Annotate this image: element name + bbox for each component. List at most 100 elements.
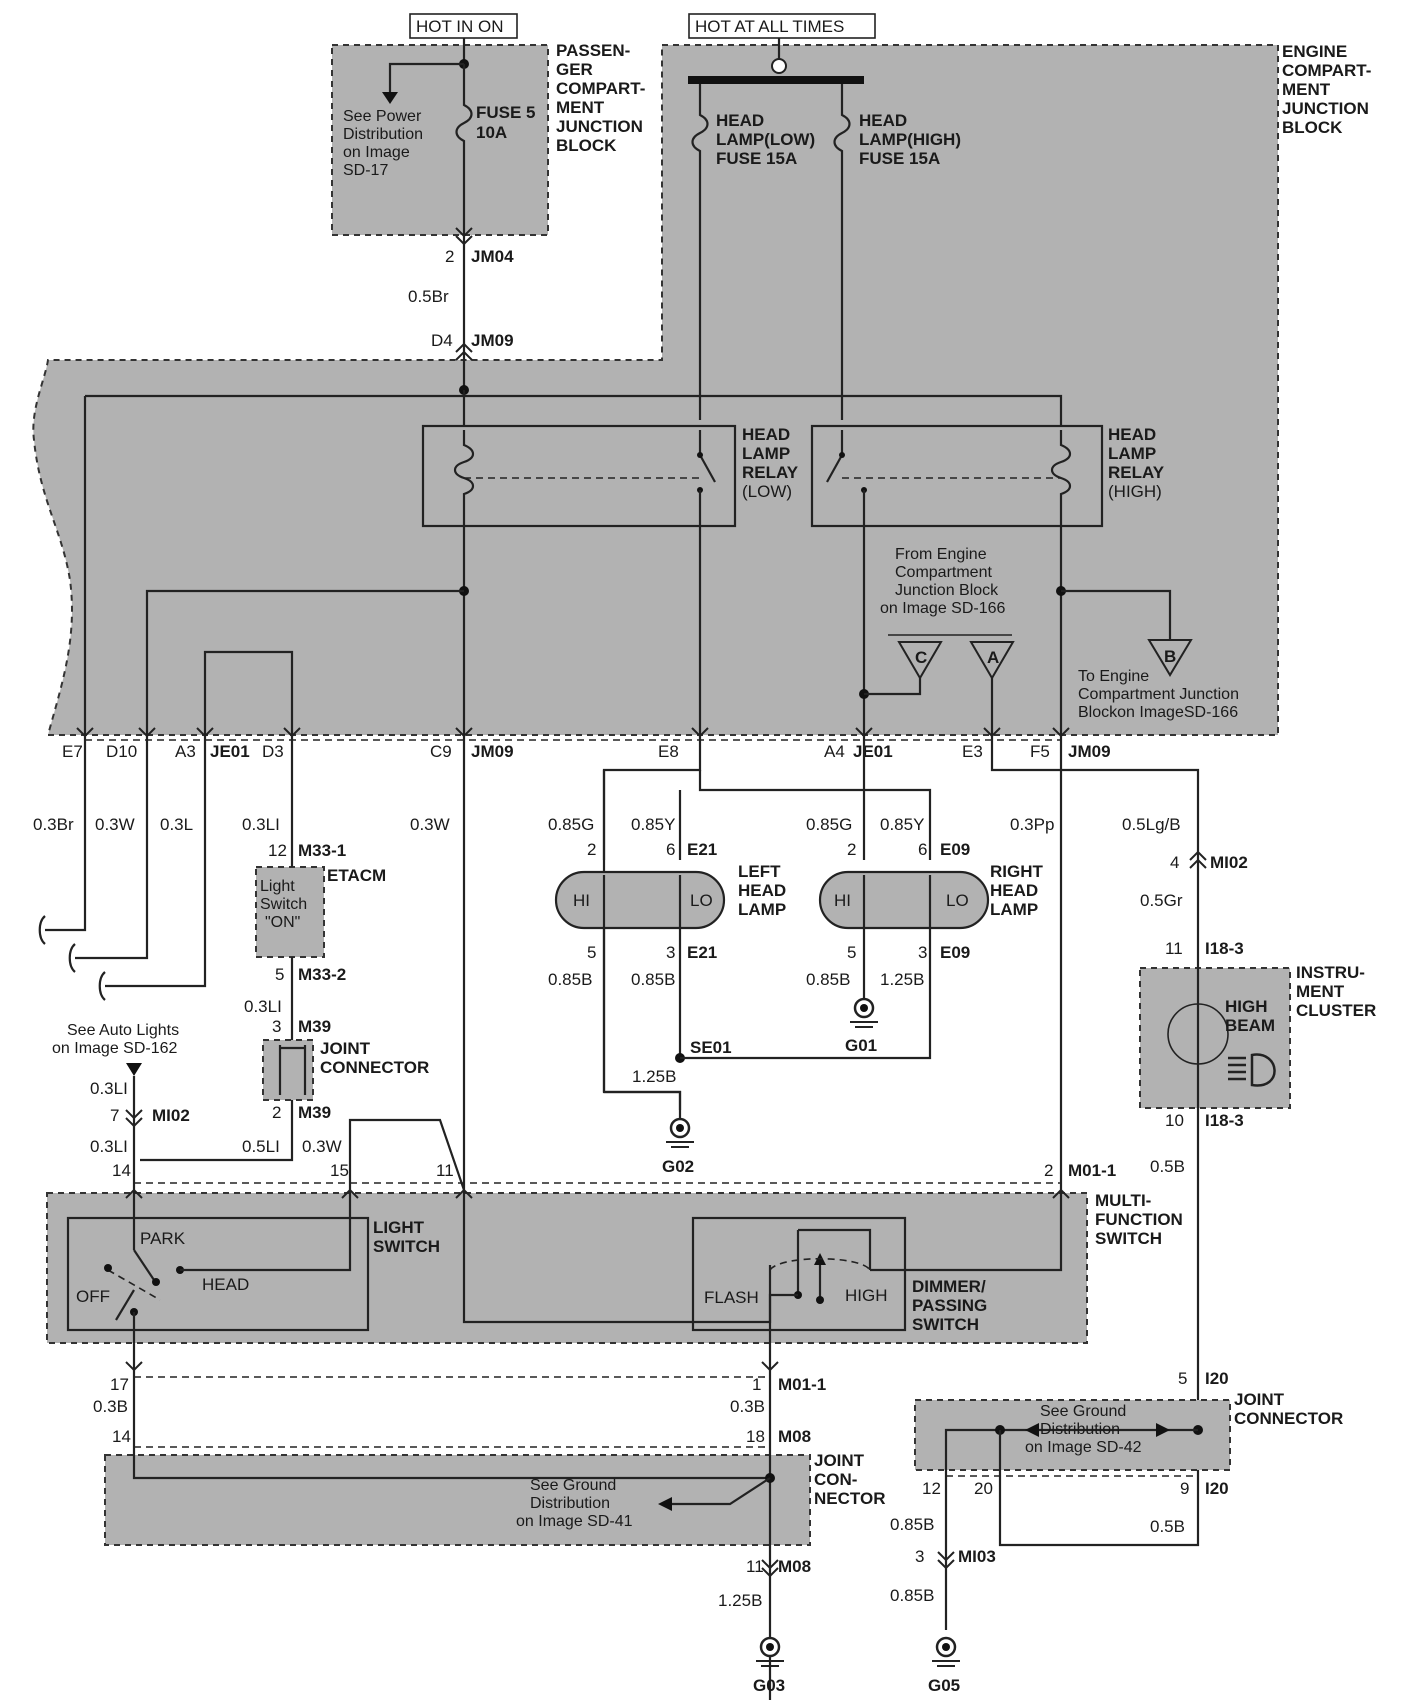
arrow-left-icon [1025, 1423, 1039, 1437]
arrow-a-label: A [987, 648, 999, 667]
left-headlamp [554, 870, 726, 930]
wire-0-5b-b: 0.5B [1150, 1517, 1185, 1536]
wire-0-3w-a: 0.3W [95, 815, 135, 834]
wire-0-5lg-b: 0.5Lg/B [1122, 815, 1181, 834]
right-lamp-pin-c: 5 [847, 943, 856, 962]
pin-d3: D3 [262, 742, 284, 761]
wire-0-85b-b: 0.85B [631, 970, 675, 989]
wire [998, 1470, 1200, 1547]
to-note-1: To Engine [1078, 668, 1149, 685]
ground-g02-icon [666, 1117, 694, 1148]
mfs-pin1: 1 [752, 1375, 761, 1394]
mi02-right-name: MI02 [1210, 853, 1248, 872]
headlamp-relay-high [810, 424, 1104, 528]
light-switch-label-2: SWITCH [373, 1237, 440, 1256]
mfs-conn: M01-1 [1068, 1161, 1116, 1180]
mi03-pin: 3 [915, 1547, 924, 1566]
conn-je01-a: JE01 [210, 742, 250, 761]
relay-high-label-3: RELAY [1108, 463, 1165, 482]
pin-a4: A4 [824, 742, 845, 761]
jm04-name: JM04 [471, 247, 514, 266]
wire-0-3l: 0.3L [160, 815, 193, 834]
cluster-inner-2: BEAM [1225, 1016, 1275, 1035]
auto-lights-note-1: See Auto Lights [67, 1022, 179, 1039]
cluster-pin-in: 11 [1165, 939, 1183, 958]
cluster-conn-out: I18-3 [1205, 1111, 1244, 1130]
ground-g02: G02 [662, 1157, 694, 1176]
jm09-top-name: JM09 [471, 331, 514, 350]
fuse-5-label: FUSE 5 [476, 103, 536, 122]
wire-0-85b-c: 0.85B [806, 970, 850, 989]
engine-block-label-2: COMPART- [1282, 61, 1371, 80]
engine-block-label-4: JUNCTION [1282, 99, 1369, 118]
wire [672, 1477, 771, 1506]
i20-pin20: 20 [974, 1479, 993, 1498]
wire-0-5b-a: 0.5B [1150, 1157, 1185, 1176]
left-lamp-label-2: HEAD [738, 881, 786, 900]
mfs-label-2: FUNCTION [1095, 1210, 1183, 1229]
mi03-name: MI03 [958, 1547, 996, 1566]
switch-blade [133, 1249, 155, 1281]
wire [203, 650, 294, 735]
joint-bus [944, 1428, 1198, 1472]
ground-g01: G01 [845, 1036, 877, 1055]
right-lamp-pin-d: 3 [918, 943, 927, 962]
wire [1061, 589, 1172, 640]
fuse-high-label-3: FUSE 15A [859, 149, 940, 168]
left-lamp-hi: HI [573, 891, 590, 910]
etacm-pin-bot: 5 [275, 965, 284, 984]
cluster-inner-1: HIGH [1225, 997, 1268, 1016]
m39-conn-bot: M39 [298, 1103, 331, 1122]
arrow-down-icon [382, 92, 398, 104]
passenger-junction-block [331, 44, 549, 236]
wire-0-5gr: 0.5Gr [1140, 891, 1183, 910]
relay-contact-dot [839, 452, 845, 458]
from-note-2: Compartment [895, 564, 992, 581]
m08-conn-bot: M08 [778, 1557, 811, 1576]
conn-jm09-b: JM09 [1068, 742, 1111, 761]
etacm-label: ETACM [327, 866, 386, 885]
wire-0-1-25b-a: 1.25B [880, 970, 924, 989]
hot-at-all-times-label: HOT AT ALL TIMES [695, 17, 844, 36]
wire-0-85b-d: 0.85B [890, 1515, 934, 1534]
wire [348, 1118, 466, 1191]
mfs-pin15: 15 [330, 1161, 349, 1180]
fuse-high-label-1: HEAD [859, 111, 907, 130]
relay-high-coil [1050, 430, 1072, 520]
cluster-label-2: MENT [1296, 982, 1345, 1001]
wire-0-85b-e: 0.85B [890, 1586, 934, 1605]
m39-conn-top: M39 [298, 1017, 331, 1036]
switch-contact [816, 1296, 824, 1304]
relay-low-contact [699, 454, 716, 483]
fuse-low-label-2: LAMP(LOW) [716, 130, 815, 149]
wire [145, 589, 464, 735]
wire-0-85g-b: 0.85G [806, 815, 852, 834]
wire-0-3b-b: 0.3B [730, 1397, 765, 1416]
right-lamp-pin-b: 6 [918, 840, 927, 859]
arrow-down-icon [126, 1063, 142, 1076]
wire-0-85b-a: 0.85B [548, 970, 592, 989]
arrow-c-label: C [915, 648, 927, 667]
right-lamp-label-2: HEAD [990, 881, 1038, 900]
mfs-label-1: MULTI- [1095, 1191, 1151, 1210]
switch-link [107, 1269, 161, 1301]
from-note-3: Junction Block [895, 582, 999, 599]
relay-high-label-2: LAMP [1108, 444, 1156, 463]
jm09-top-pin: D4 [431, 331, 453, 350]
relay-low-label-3: RELAY [742, 463, 799, 482]
relay-high-label-1: HEAD [1108, 425, 1156, 444]
i20-conn-bot: I20 [1205, 1479, 1229, 1498]
m39-label-1: JOINT [320, 1039, 371, 1058]
m08-conn: M08 [778, 1427, 811, 1446]
left-lamp-label-1: LEFT [738, 862, 781, 881]
mi02-left-pin: 7 [110, 1106, 119, 1125]
switch-contact [104, 1264, 112, 1272]
wire [990, 735, 1200, 845]
i20-note-2: Distribution [1040, 1421, 1120, 1438]
relay-low-label-2: LAMP [742, 444, 790, 463]
wire [698, 770, 932, 860]
arrow-right-icon [658, 1497, 672, 1511]
engine-block-label-1: ENGINE [1282, 42, 1347, 61]
passenger-block-label-1: PASSEN- [556, 41, 630, 60]
